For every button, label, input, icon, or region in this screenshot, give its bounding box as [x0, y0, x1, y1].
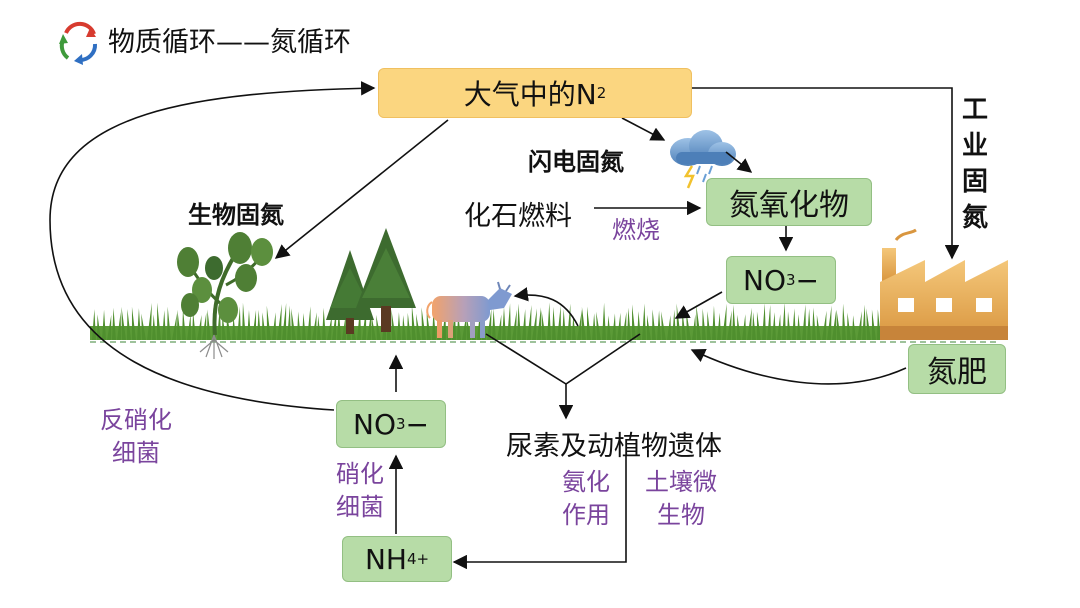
fossil-fuel-label: 化石燃料 [464, 201, 572, 232]
ammonium-charge: + [416, 550, 430, 568]
soil-microbes-line-1: 土壤微 [645, 468, 717, 496]
soil-microbes-label: 土壤微 生物 [636, 466, 726, 532]
soil-microbes-line-2: 生物 [657, 501, 705, 529]
cycle-arrows-icon [59, 21, 98, 65]
nitrate-bottom-charge: − [405, 407, 429, 441]
industrial-fixation-char-3: 固 [961, 167, 988, 197]
industrial-fixation-label: 工 业 固 氮 [960, 92, 990, 236]
nitrifying-bacteria-label: 硝化 细菌 [330, 458, 390, 524]
biological-fixation-label: 生物固氮 [188, 201, 284, 229]
nitrate-top-charge: − [795, 263, 819, 297]
ammonification-line-2: 作用 [562, 501, 610, 529]
cow-icon [426, 281, 512, 338]
ammonification-line-1: 氨化 [562, 468, 610, 496]
storm-cloud-icon [670, 130, 736, 189]
pine-trees-icon [326, 228, 416, 334]
denitrifying-line-2: 细菌 [112, 439, 160, 467]
nitrate-bottom-subscript: 3 [395, 415, 406, 433]
nitrate-top-prefix: NO [743, 263, 786, 297]
nitrate-bottom-prefix: NO [353, 407, 396, 441]
industrial-fixation-char-1: 工 [961, 95, 988, 125]
atmosphere-label: 大气中的N [463, 78, 597, 111]
page-title: 物质循环——氮循环 [108, 27, 351, 58]
lightning-fixation-label: 闪电固氮 [528, 148, 624, 176]
nitrifying-line-1: 硝化 [336, 460, 384, 488]
legume-plant-icon [177, 232, 273, 359]
denitrifying-line-1: 反硝化 [100, 406, 172, 434]
connector-arrows [49, 81, 960, 570]
urea-remains-label: 尿素及动植物遗体 [506, 431, 722, 462]
ammonium-subscript: 4 [406, 550, 417, 568]
nitrate-top-subscript: 3 [785, 271, 796, 289]
factory-icon [880, 228, 1008, 340]
combustion-label: 燃烧 [612, 216, 660, 244]
nitrogen-oxide-box: 氮氧化物 [706, 178, 872, 226]
ammonification-label: 氨化 作用 [556, 466, 616, 532]
fertilizer-box: 氮肥 [908, 344, 1006, 394]
atmosphere-subscript: 2 [596, 84, 607, 102]
denitrifying-bacteria-label: 反硝化 细菌 [88, 404, 184, 470]
ammonium-prefix: NH [364, 542, 407, 576]
industrial-fixation-char-2: 业 [961, 131, 988, 161]
nitrifying-line-2: 细菌 [336, 493, 384, 521]
industrial-fixation-char-4: 氮 [961, 203, 988, 233]
